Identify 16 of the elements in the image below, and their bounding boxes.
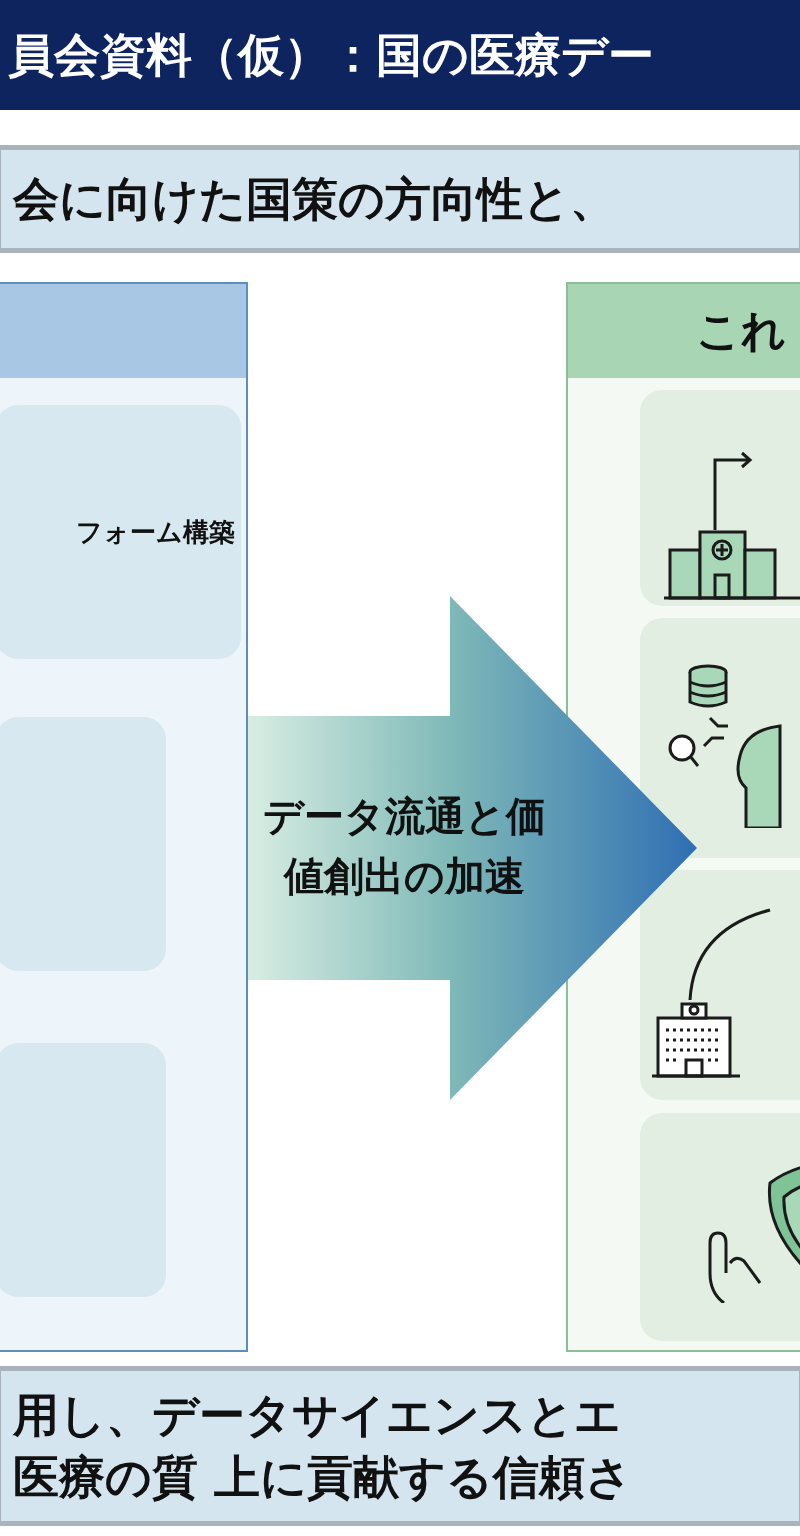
block-arrow xyxy=(248,596,697,1100)
picture-card xyxy=(640,390,800,606)
banner-text: 会に向けた国策の方向性と、 xyxy=(13,170,617,228)
title-bar: 員会資料（仮）：国の医療デー xyxy=(0,0,800,110)
edge-label: データ流通と価値創出の加速 xyxy=(261,792,547,901)
banner xyxy=(0,145,800,253)
picture-card xyxy=(640,1113,800,1341)
banner-text: 用し、データサイエンスとエ xyxy=(13,1386,622,1444)
picture-card xyxy=(640,870,800,1100)
picture-card xyxy=(640,618,800,858)
panel-heading: これ xyxy=(696,303,786,358)
panel xyxy=(0,282,248,1352)
card-text: フォーム構築 xyxy=(76,515,235,549)
panel xyxy=(566,282,800,1352)
banner-text: 医療の質 上に貢献する信頼さ xyxy=(13,1449,633,1506)
banner xyxy=(0,1366,800,1526)
